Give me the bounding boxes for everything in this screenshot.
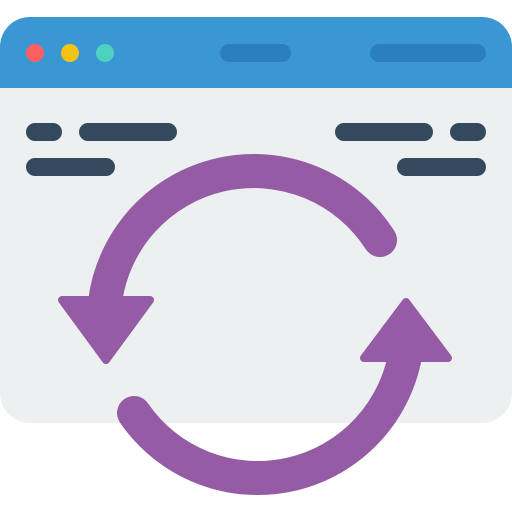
content-line-long-right	[335, 123, 433, 141]
window-titlebar	[0, 17, 512, 88]
search-bar-placeholder[interactable]	[370, 44, 486, 62]
browser-window	[0, 17, 512, 423]
content-line-short-right	[450, 123, 486, 141]
close-dot[interactable]	[26, 44, 44, 62]
maximize-dot[interactable]	[96, 44, 114, 62]
minimize-dot[interactable]	[61, 44, 79, 62]
content-line-long-left	[79, 123, 177, 141]
address-bar-placeholder[interactable]	[220, 44, 291, 62]
content-line-second-right	[397, 158, 486, 176]
content-line-second-left	[26, 158, 115, 176]
content-line-short-left	[26, 123, 62, 141]
